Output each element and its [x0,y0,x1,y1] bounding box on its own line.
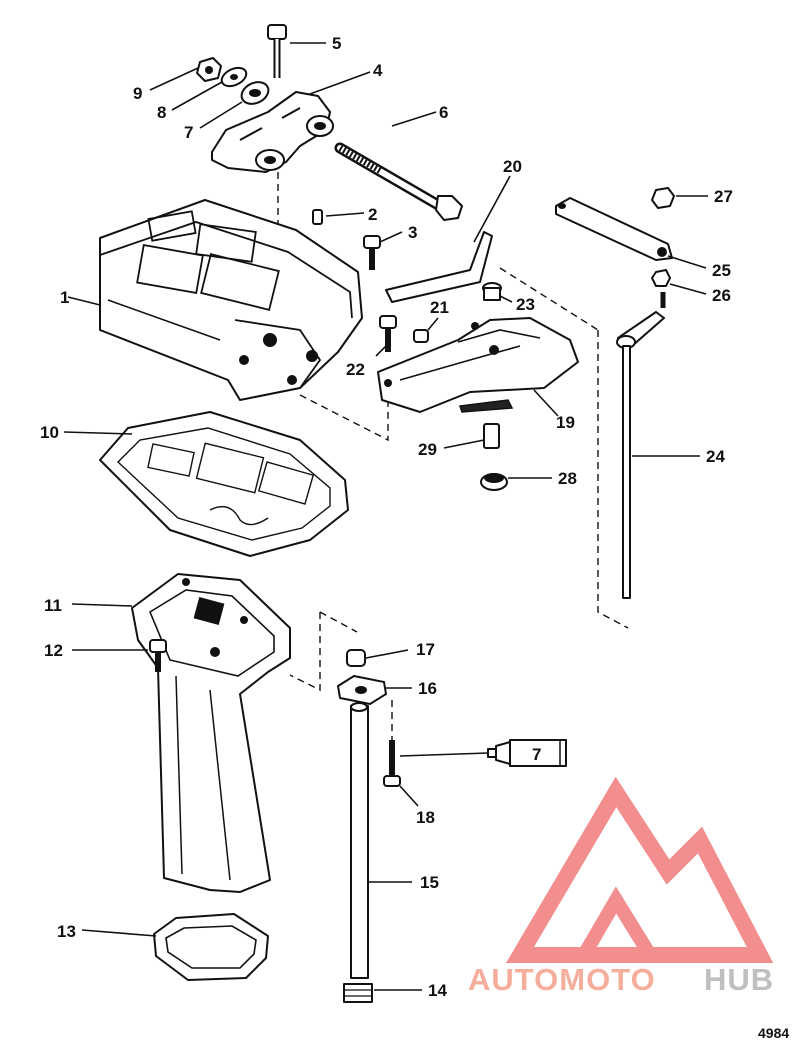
bushing-part-29 [483,423,500,449]
plug-part-21 [413,329,429,343]
callout-14: 14 [428,981,447,1000]
grommet-part-14 [343,983,373,1003]
strap-part-20 [385,231,493,303]
bracket-part-4 [211,91,334,173]
bolt-part-5 [267,24,287,78]
cap-part-28 [480,473,508,491]
callout-26: 26 [712,286,731,305]
sealant-tube [487,739,567,767]
bolt-part-26 [651,269,671,308]
washer-part-7 [240,81,270,105]
grommet-part-17 [346,649,366,667]
leader-lines [63,42,708,991]
watermark-text-hub: HUB [704,962,774,997]
adapter-plate-part-1 [99,199,363,401]
automotohub-watermark: AUTOMOTO HUB [468,776,774,997]
callout-24: 24 [706,447,725,466]
bushing-part-23 [482,282,502,301]
flange-part-16 [337,675,387,705]
callout-23: 23 [516,295,535,314]
callout-13: 13 [57,922,76,941]
callout-18: 18 [416,808,435,827]
callout-5: 5 [332,34,341,53]
assembly-dashed-lines [277,172,629,740]
callout-labels: 1 2 3 4 5 6 7 8 9 10 11 12 13 14 15 16 1… [40,34,733,1000]
link-arm-part-25 [555,197,673,261]
figure-number: 4984 [758,1025,789,1041]
tube-part-15 [350,702,369,979]
nut-part-27 [651,187,675,209]
long-bolt-part-6 [334,142,463,221]
callout-8: 8 [157,103,166,122]
callout-16: 16 [418,679,437,698]
callout-1: 1 [60,288,69,307]
shift-shaft-part-24 [616,311,665,599]
callout-20: 20 [503,157,522,176]
automotohub-logo [506,776,774,963]
callout-19: 19 [556,413,575,432]
plate-part-19 [377,317,579,413]
seal-part-13 [153,913,269,981]
callout-2: 2 [368,205,377,224]
callout-29: 29 [418,440,437,459]
callout-6: 6 [439,103,448,122]
callout-10: 10 [40,423,59,442]
tube-label: 7 [532,745,541,764]
callout-22: 22 [346,360,365,379]
callout-28: 28 [558,469,577,488]
callout-11: 11 [44,596,62,615]
watermark-text-automoto: AUTOMOTO [468,962,656,997]
callout-25: 25 [712,261,731,280]
callout-12: 12 [44,641,63,660]
callout-17: 17 [416,640,435,659]
bolt-part-12 [149,639,167,672]
gasket-part-10 [99,411,349,557]
bolt-part-3 [363,235,381,270]
callout-21: 21 [430,298,449,317]
callout-3: 3 [408,223,417,242]
callout-7: 7 [184,123,193,142]
callout-27: 27 [714,187,733,206]
nut-part-9 [196,57,222,82]
callout-9: 9 [133,84,142,103]
callout-4: 4 [373,61,383,80]
callout-15: 15 [420,873,439,892]
washer-part-8 [220,66,248,88]
exhaust-housing-part-11 [131,573,291,893]
bolt-part-22 [379,315,397,352]
pin-part-2 [312,209,323,225]
screw-part-18 [383,740,401,787]
